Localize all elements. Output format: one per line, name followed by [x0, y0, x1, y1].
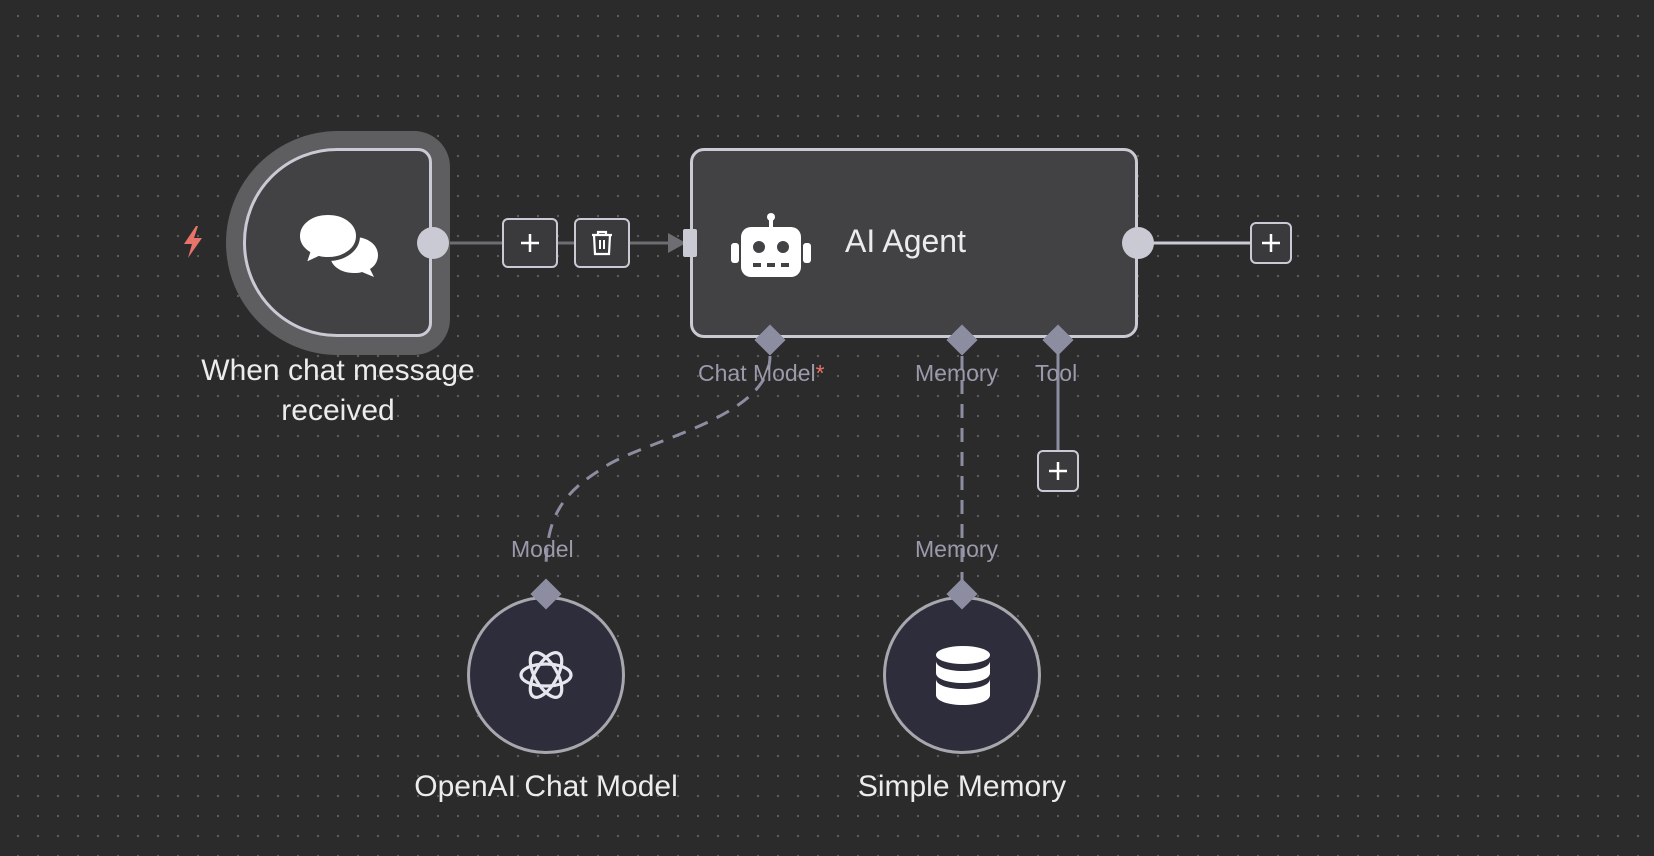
trigger-lightning-icon: [178, 224, 208, 265]
agent-node[interactable]: AI Agent: [690, 148, 1138, 338]
chat-bubbles-icon: [295, 210, 380, 282]
add-node-button[interactable]: [502, 218, 558, 268]
openai-logo-icon: [515, 644, 577, 711]
trash-icon: [592, 230, 612, 256]
add-next-node-button[interactable]: [1250, 222, 1292, 264]
agent-title: AI Agent: [845, 223, 966, 259]
memory-port-label: Memory: [915, 360, 999, 386]
delete-connection-button[interactable]: [574, 218, 630, 268]
required-marker: *: [815, 360, 825, 386]
memory-node-label: Simple Memory: [857, 770, 1067, 803]
trigger-node-label: When chat message received: [160, 351, 516, 431]
chat-model-label-text: Chat Model: [698, 360, 816, 386]
database-icon: [935, 645, 991, 712]
robot-icon: [729, 213, 813, 284]
edge-arrowhead: [668, 233, 686, 253]
tool-port-label: Tool: [1035, 360, 1078, 386]
trigger-label-line-1: When chat message: [201, 354, 475, 387]
edge-chat-model[interactable]: [544, 355, 772, 571]
model-input-label: Model: [511, 536, 574, 562]
trigger-output-handle[interactable]: [417, 227, 449, 259]
trigger-node-when-chat-message-received[interactable]: [243, 148, 432, 337]
plus-icon: [1262, 234, 1280, 252]
plus-icon: [1049, 462, 1067, 480]
openai-node-label: OpenAI Chat Model: [414, 770, 678, 803]
agent-output-handle[interactable]: [1122, 227, 1154, 259]
chat-model-port-label: Chat Model*: [698, 360, 825, 387]
memory-input-label: Memory: [915, 536, 999, 562]
simple-memory-node[interactable]: [883, 596, 1041, 754]
plus-icon: [521, 234, 539, 252]
openai-chat-model-node[interactable]: [467, 596, 625, 754]
add-tool-button[interactable]: [1037, 450, 1079, 492]
trigger-label-line-2: received: [281, 394, 395, 427]
agent-input-handle[interactable]: [683, 229, 697, 257]
